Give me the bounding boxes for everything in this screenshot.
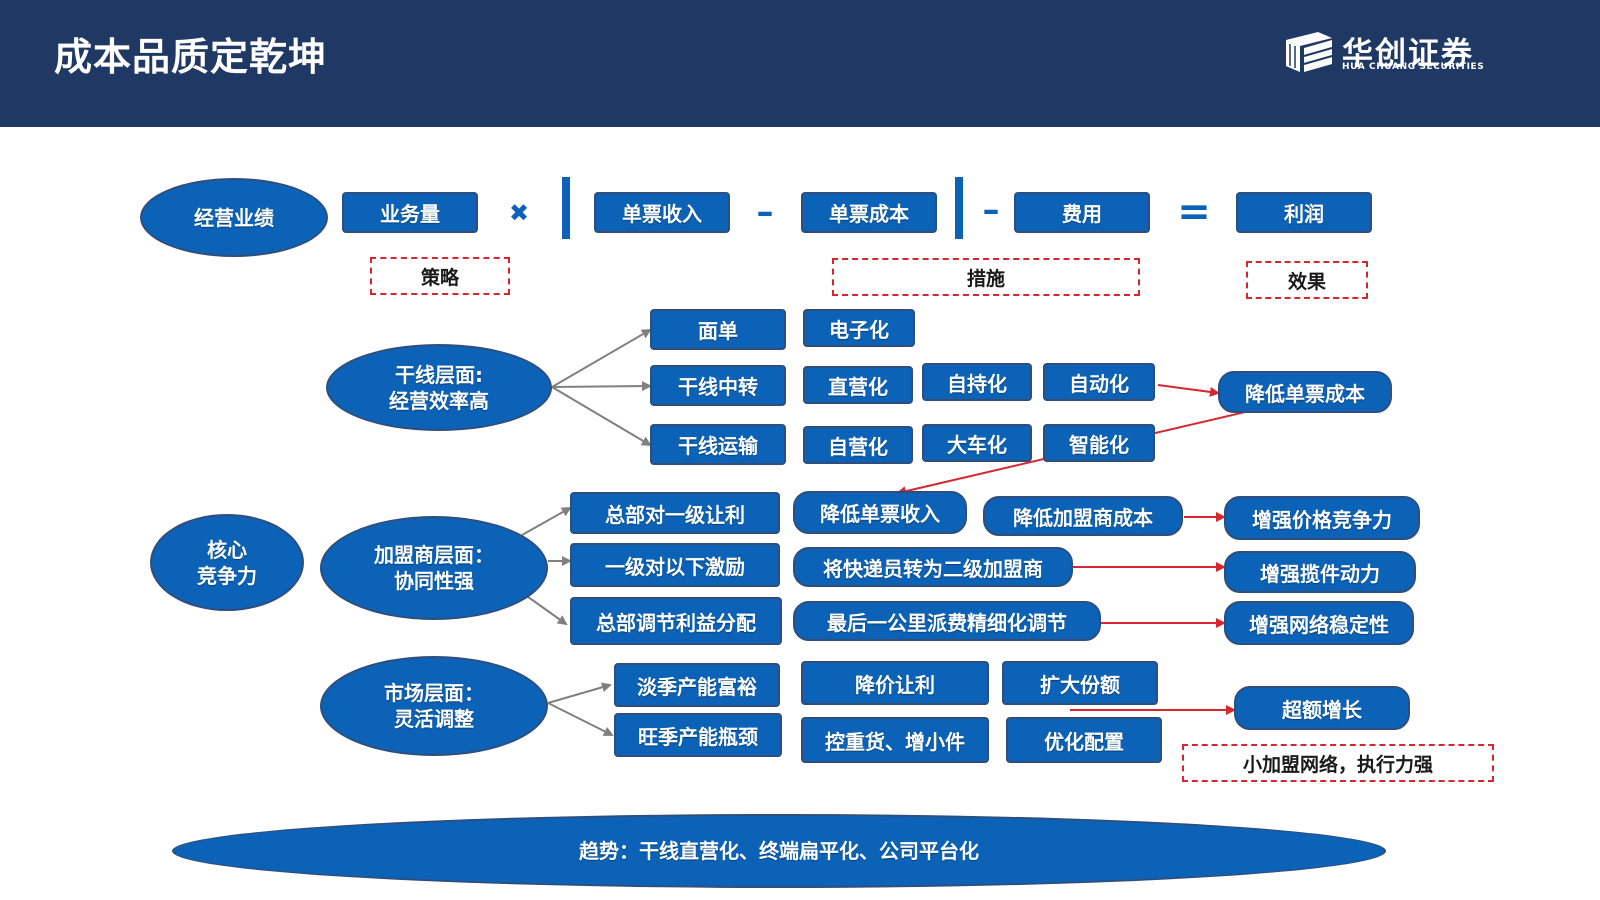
- measure-electronic: 电子化: [803, 309, 915, 347]
- franchise-level-ellipse: 加盟商层面： 协同性强: [320, 516, 548, 620]
- result-price-competitiveness: 增强价格竞争力: [1224, 496, 1420, 540]
- trunk-line1: 干线层面:: [395, 362, 483, 387]
- small-franchise-note: 小加盟网络，执行力强: [1182, 744, 1494, 782]
- trunk-item-transport: 干线运输: [650, 424, 786, 465]
- measure-large-truck: 大车化: [922, 424, 1032, 462]
- franchise-line2: 协同性强: [394, 569, 474, 593]
- market-item-off-season: 淡季产能富裕: [614, 663, 780, 707]
- franchise-item-incentive: 一级对以下激励: [570, 543, 780, 587]
- strategy-label: 策略: [370, 257, 510, 295]
- franchise-item-distribution: 总部调节利益分配: [570, 597, 782, 645]
- effect-label: 效果: [1246, 261, 1368, 299]
- connector-franchise-to-distribution: [523, 593, 568, 626]
- equals-symbol: =: [1177, 189, 1211, 235]
- connector-trunk-to-transfer: [551, 381, 652, 392]
- measure-expand-share: 扩大份额: [1002, 661, 1158, 705]
- measure-lower-franchisee-cost: 降低加盟商成本: [983, 496, 1183, 536]
- business-performance-label: 经营业绩: [194, 205, 274, 230]
- logo-mark-icon: [1286, 32, 1333, 72]
- core-line1: 核心: [207, 537, 247, 562]
- trunk-item-waybill: 面单: [650, 309, 786, 350]
- volume-box: 业务量: [342, 192, 478, 233]
- logo-text-cn: 华创证券: [1342, 36, 1474, 72]
- connector-trunk-to-transport: [551, 386, 652, 447]
- trunk-line2: 经营效率高: [389, 388, 489, 413]
- measure-lower-unit-revenue: 降低单票收入: [793, 491, 967, 534]
- measure-price-cut: 降价让利: [801, 661, 989, 705]
- measures-label: 措施: [832, 258, 1140, 296]
- company-logo: 华创证券 HUA CHUANG SECURITIES: [1282, 30, 1512, 80]
- measure-courier-to-franchisee: 将快递员转为二级加盟商: [793, 547, 1073, 587]
- franchise-line1: 加盟商层面：: [374, 543, 494, 567]
- result-lower-unit-cost: 降低单票成本: [1218, 371, 1392, 413]
- measure-self-owned: 自持化: [922, 363, 1032, 401]
- expense-box: 费用: [1014, 192, 1150, 233]
- measure-control-heavy-goods: 控重货、增小件: [801, 717, 989, 763]
- measure-automation: 自动化: [1043, 363, 1155, 401]
- connector-market-to-off-season: [547, 682, 612, 704]
- measure-optimize-config: 优化配置: [1006, 717, 1162, 763]
- minus-symbol-1: –: [756, 192, 774, 232]
- profit-box: 利润: [1236, 192, 1372, 233]
- red-arrow-automation-to-lower-cost: [1157, 384, 1220, 397]
- result-network-stability: 增强网络稳定性: [1224, 601, 1414, 645]
- page-title: 成本品质定乾坤: [54, 35, 328, 79]
- trend-label: 趋势：干线直营化、终端扁平化、公司平台化: [579, 839, 979, 863]
- market-level-ellipse: 市场层面： 灵活调整: [320, 656, 548, 756]
- connector-trunk-to-waybill: [551, 328, 652, 388]
- market-item-peak-season: 旺季产能瓶颈: [614, 713, 782, 757]
- minus-symbol-2: –: [982, 190, 1000, 230]
- market-line1: 市场层面：: [384, 681, 484, 705]
- trend-ellipse: 趋势：干线直营化、终端扁平化、公司平台化: [172, 814, 1386, 888]
- header-bar: 成本品质定乾坤 华创证券 HUA CHUANG SECURITIES: [0, 0, 1600, 127]
- measure-last-mile-fee: 最后一公里派费精细化调节: [793, 601, 1101, 641]
- market-line2: 灵活调整: [394, 707, 474, 731]
- result-excess-growth: 超额增长: [1234, 686, 1410, 730]
- revenue-per-ticket-box: 单票收入: [594, 192, 730, 233]
- logo-text-en: HUA CHUANG SECURITIES: [1342, 62, 1485, 72]
- business-performance-ellipse: 经营业绩: [140, 178, 328, 257]
- multiply-symbol: ✖: [508, 199, 530, 227]
- divider-bar-left: [562, 177, 570, 239]
- cost-per-ticket-box: 单票成本: [801, 192, 937, 233]
- franchise-item-hq-concession: 总部对一级让利: [570, 492, 780, 534]
- core-line2: 竞争力: [197, 563, 257, 588]
- core-competitiveness-ellipse: 核心 竞争力: [150, 514, 304, 611]
- divider-bar-right: [955, 177, 963, 239]
- measure-direct-operation: 直营化: [803, 366, 913, 404]
- measure-intelligent: 智能化: [1043, 424, 1155, 462]
- result-pickup-motivation: 增强揽件动力: [1224, 551, 1416, 593]
- connector-market-to-peak-season: [547, 702, 614, 736]
- trunk-item-transfer: 干线中转: [650, 365, 786, 406]
- trunk-level-ellipse: 干线层面: 经营效率高: [326, 344, 552, 431]
- connector-franchise-to-hq-concession: [521, 507, 572, 536]
- measure-self-operation: 自营化: [803, 426, 913, 464]
